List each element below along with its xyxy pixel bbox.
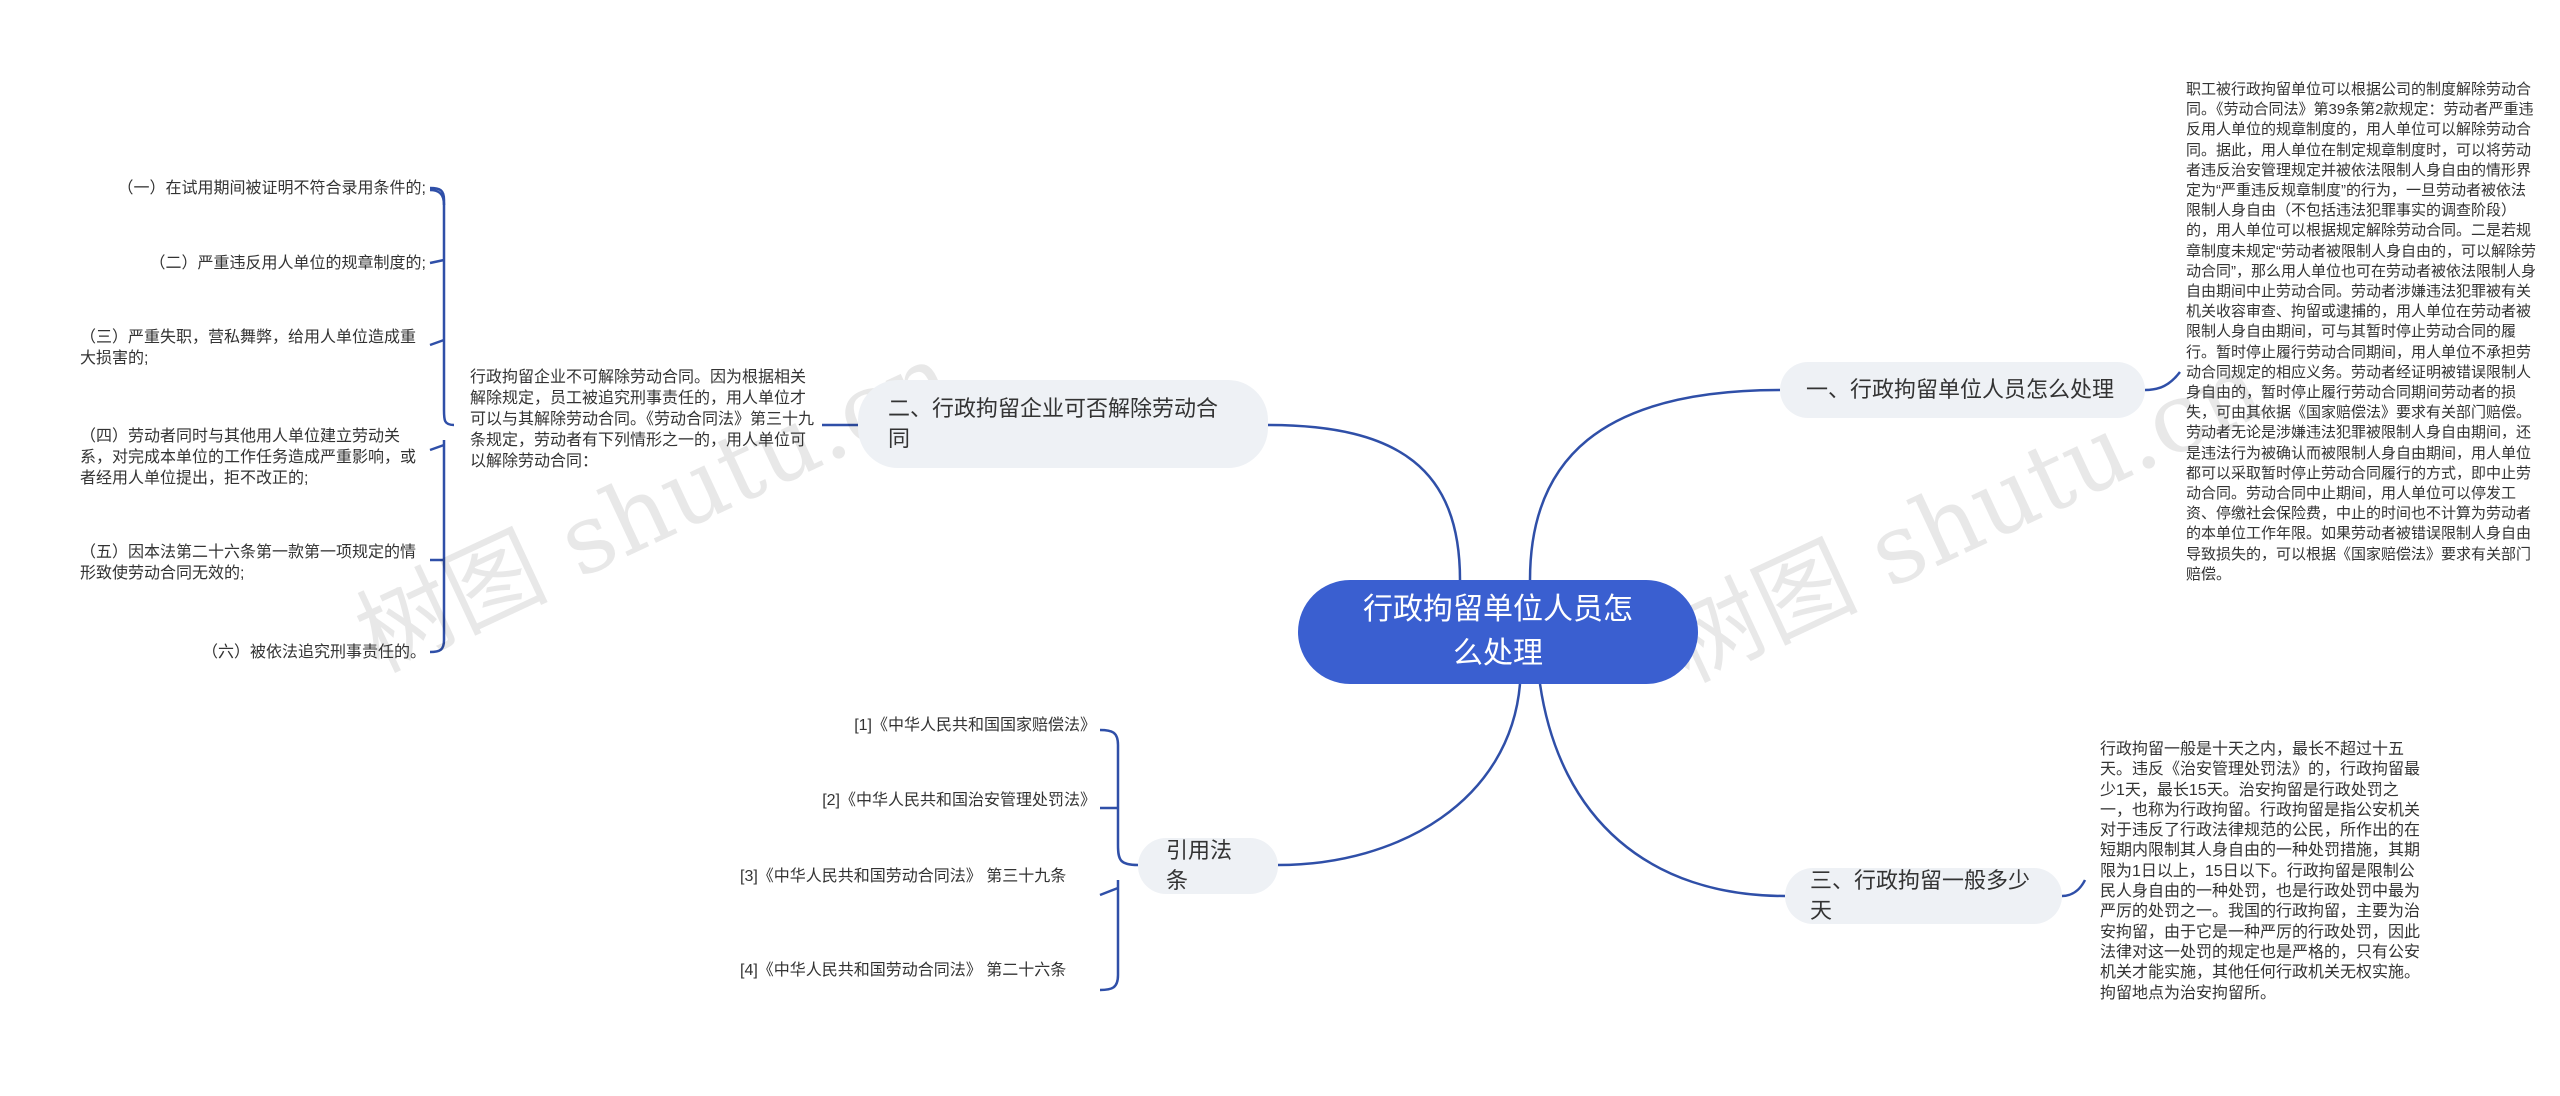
link-root-b2 — [1267, 423, 1462, 581]
link-root-b1 — [1528, 388, 1781, 581]
link-root-b4 — [1277, 683, 1522, 867]
link-b1-note — [2144, 371, 2181, 392]
link-b3-note — [2061, 879, 2087, 898]
reference-item-2: [2]《中华人民共和国治安管理处罚法》 — [822, 792, 1096, 809]
bracket-b2-items — [429, 186, 455, 654]
branch-2-item-3: （三）严重失职，营私舞弊，给用人单位造成重大损害的; — [80, 329, 417, 367]
branch-3-label: 三、行政拘留一般多少天 — [1810, 868, 2031, 923]
link-b4-item-3 — [1099, 886, 1119, 897]
link-b2-item-2 — [429, 258, 445, 265]
reference-item-3: [3]《中华人民共和国劳动合同法》 第三十九条 — [740, 868, 1067, 885]
branch-3-note: 行政拘留一般是十天之内，最长不超过十五天。违反《治安管理处罚法》的，行政拘留最少… — [2100, 741, 2421, 1002]
bracket-b4-items — [1099, 728, 1139, 992]
link-root-b3 — [1538, 683, 1786, 898]
branch-2-item-1: （一）在试用期间被证明不符合录用条件的; — [117, 180, 426, 197]
branch-1-label: 一、行政拘留单位人员怎么处理 — [1806, 377, 2115, 402]
link-b2-item-3 — [429, 338, 445, 347]
link-b2-item-1 — [429, 188, 446, 206]
reference-item-1: [1]《中华人民共和国国家赔偿法》 — [854, 717, 1096, 734]
branch-2-item-6: （六）被依法追究刑事责任的。 — [201, 644, 426, 661]
reference-item-4: [4]《中华人民共和国劳动合同法》 第二十六条 — [740, 962, 1067, 979]
branch-2-topic[interactable]: 二、行政拘留企业可否解除劳动合同 — [858, 380, 1268, 468]
branch-2-item-4: （四）劳动者同时与其他用人单位建立劳动关系，对完成本单位的工作任务造成严重影响，… — [80, 428, 417, 487]
root-topic[interactable]: 行政拘留单位人员怎么处理 — [1298, 580, 1698, 684]
branch-2-label: 二、行政拘留企业可否解除劳动合同 — [888, 396, 1219, 451]
branch-3-topic[interactable]: 三、行政拘留一般多少天 — [1785, 868, 2062, 924]
root-title: 行政拘留单位人员怎么处理 — [1363, 593, 1633, 670]
branch-2-note: 行政拘留企业不可解除劳动合同。因为根据相关解除规定，员工被追究刑事责任的，用人单… — [470, 369, 815, 470]
link-b2-item-4 — [429, 443, 445, 452]
branch-1-topic[interactable]: 一、行政拘留单位人员怎么处理 — [1780, 362, 2145, 418]
branch-4-label: 引用法条 — [1166, 838, 1233, 893]
branch-4-topic[interactable]: 引用法条 — [1138, 838, 1278, 894]
branch-2-item-2: （二）严重违反用人单位的规章制度的; — [149, 255, 426, 272]
branch-2-item-5: （五）因本法第二十六条第一款第一项规定的情形致使劳动合同无效的; — [80, 544, 417, 582]
branch-1-note: 职工被行政拘留单位可以根据公司的制度解除劳动合同。《劳动合同法》第39条第2款规… — [2186, 81, 2536, 583]
